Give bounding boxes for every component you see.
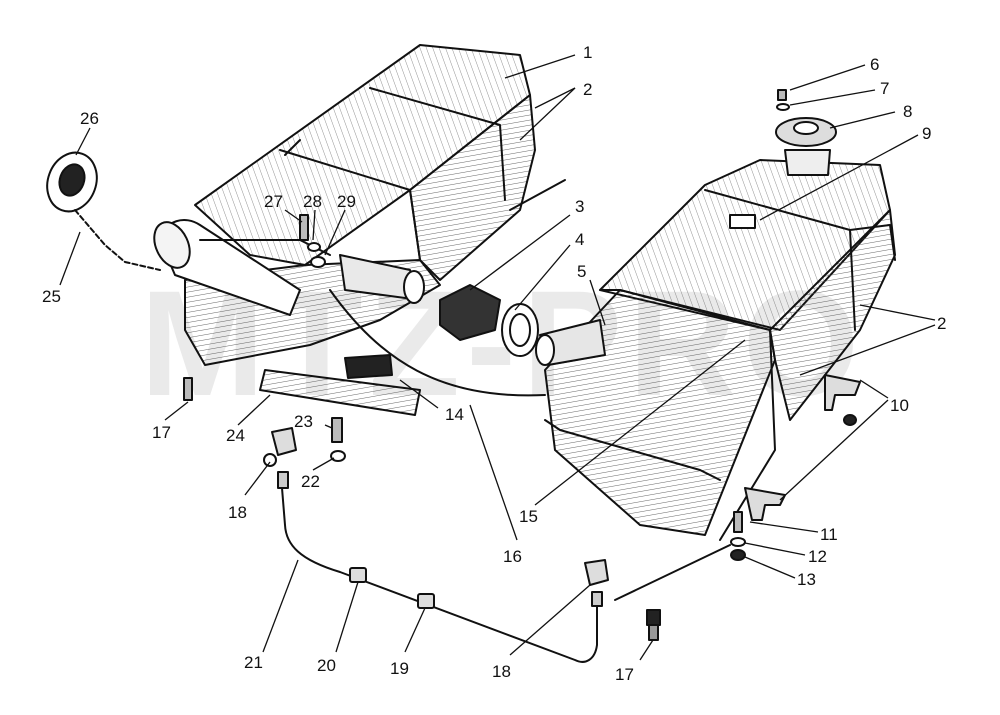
fuel-cap [46,151,161,271]
callout-18: 18 [492,662,511,681]
callout-17: 17 [615,665,634,684]
callout-2: 2 [937,314,946,333]
callout-18: 18 [228,503,247,522]
callout-8: 8 [903,102,912,121]
callout-22: 22 [301,472,320,491]
right-fuel-tank [535,117,896,541]
callout-19: 19 [390,659,409,678]
callout-3: 3 [575,197,584,216]
callout-10: 10 [890,396,909,415]
callout-6: 6 [870,55,879,74]
leader-lines [59,54,936,661]
callout-11: 11 [820,525,838,544]
callout-29: 29 [337,192,356,211]
callout-4: 4 [575,230,584,249]
left-fuel-tank [153,44,536,366]
fuel-lines [281,289,731,663]
callout-7: 7 [880,79,889,98]
fittings [183,89,861,641]
callout-13: 13 [797,570,816,589]
callout-labels: 1 2 3 4 5 6 7 8 9 2 10 11 12 13 14 15 16… [42,43,946,684]
callout-5: 5 [577,262,586,281]
callout-9: 9 [922,124,931,143]
callout-20: 20 [317,656,336,675]
tank-bracket [259,354,421,416]
callout-14: 14 [445,405,464,424]
callout-27: 27 [264,192,283,211]
callout-21: 21 [244,653,263,672]
callout-15: 15 [519,507,538,526]
callout-23: 23 [294,412,313,431]
fuel-strainer [439,179,566,357]
callout-25: 25 [42,287,61,306]
callout-2: 2 [583,80,592,99]
callout-26: 26 [80,109,99,128]
callout-17: 17 [152,423,171,442]
callout-28: 28 [303,192,322,211]
callout-16: 16 [503,547,522,566]
callout-12: 12 [808,547,827,566]
callout-1: 1 [583,43,592,62]
callout-24: 24 [226,426,245,445]
